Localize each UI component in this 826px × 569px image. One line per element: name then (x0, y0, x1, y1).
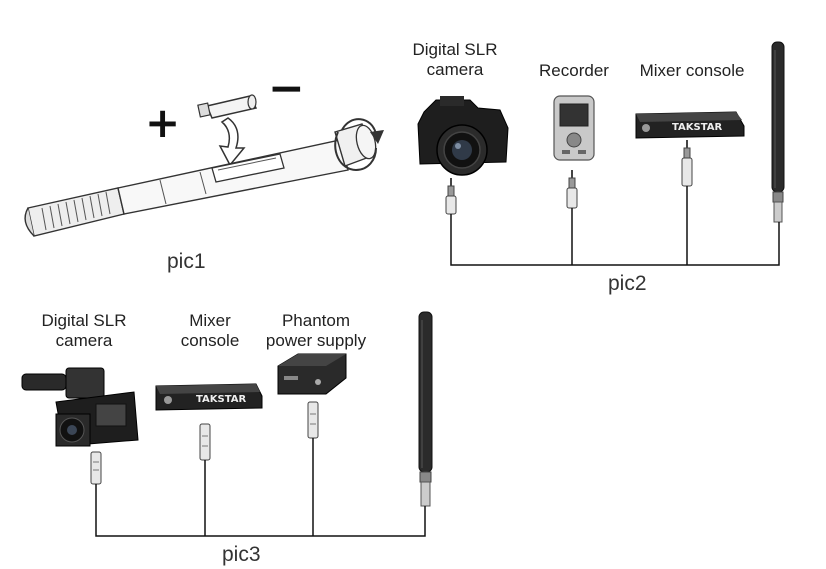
label-line: console (180, 331, 240, 350)
battery-icon (197, 94, 258, 119)
pic3-cable (95, 438, 426, 537)
xlr-plug-icon (307, 401, 319, 439)
pic1-battery-install: + − (24, 63, 384, 237)
jack-plug-icon (445, 178, 457, 215)
mixer-brand: TAKSTAR (672, 122, 723, 133)
pic3-caption: pic3 (222, 543, 261, 566)
pic2-caption: pic2 (608, 272, 647, 295)
label-line: camera (55, 331, 113, 350)
jack-plug-icon (566, 170, 578, 209)
pic2-recorder-label: Recorder (539, 61, 609, 80)
mixer-icon: TAKSTAR (155, 383, 263, 411)
label-line: Digital SLR (41, 311, 127, 330)
plus-sign: + (145, 98, 180, 147)
mixer-brand: TAKSTAR (196, 394, 247, 405)
pic2-connections: TAKSTAR (417, 41, 785, 266)
label-line: camera (426, 60, 484, 79)
camcorder-icon (21, 367, 139, 447)
recorder-icon (553, 95, 595, 161)
pic1-caption: pic1 (167, 250, 206, 273)
insert-arrow-icon (218, 117, 246, 167)
label-line: Phantom (281, 311, 351, 330)
xlr-plug-icon (199, 423, 211, 461)
phantom-power-icon (277, 353, 347, 395)
shotgun-microphone-icon (771, 41, 785, 223)
label-line: Mixer (189, 311, 231, 330)
pic2-mixer-label: Mixer console (639, 61, 745, 80)
jack-plug-icon (681, 140, 693, 187)
minus-sign: − (268, 63, 305, 114)
xlr-plug-icon (90, 451, 102, 485)
rotate-arrow-icon (334, 118, 384, 172)
label-line: Digital SLR (412, 40, 498, 59)
mixer-icon: TAKSTAR (635, 111, 745, 139)
camera-icon (417, 96, 509, 176)
pic2-cable (450, 186, 780, 266)
pic3-mixer-label: Mixer console (170, 311, 250, 351)
pic3-camera-label: Digital SLR camera (32, 311, 136, 351)
label-line: power supply (265, 331, 367, 350)
pic3-connections: TAKSTAR (21, 311, 433, 537)
pic3-phantom-label: Phantom power supply (256, 311, 376, 351)
pic2-camera-label: Digital SLR camera (408, 40, 502, 80)
shotgun-microphone-icon (418, 311, 433, 507)
shotgun-microphone-icon (24, 123, 377, 237)
